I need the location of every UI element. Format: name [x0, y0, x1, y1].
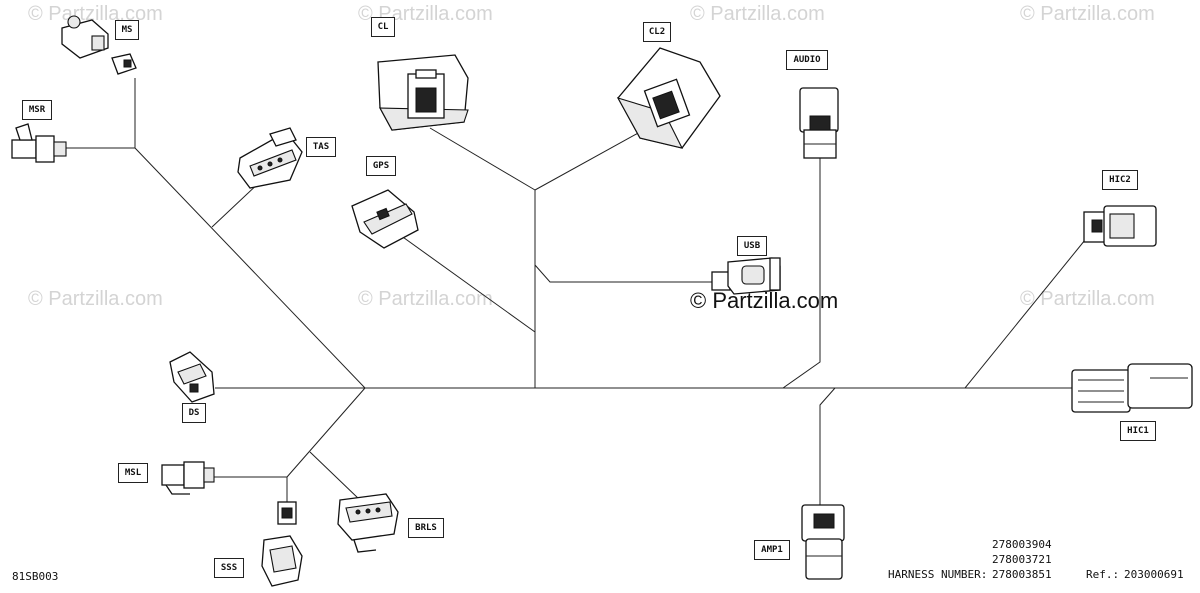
harness-number-label: HARNESS NUMBER: — [888, 568, 988, 581]
audio-wire — [782, 158, 821, 389]
connector-label-ds: DS — [182, 403, 206, 423]
msl-connector[interactable] — [161, 461, 215, 495]
connector-label-msr: MSR — [22, 100, 52, 120]
ms-connector[interactable] — [61, 15, 137, 75]
usb-wire — [534, 264, 712, 283]
connector-label-brls: BRLS — [408, 518, 444, 538]
watermark: © Partzilla.com — [1020, 3, 1155, 25]
amp1-connector[interactable] — [801, 504, 845, 580]
cl-connector[interactable] — [377, 54, 469, 131]
msr-connector[interactable] — [11, 123, 67, 163]
audio-connector[interactable] — [799, 87, 839, 159]
ds-connector[interactable] — [169, 351, 215, 403]
connector-label-gps: GPS — [366, 156, 396, 176]
gps-connector[interactable] — [351, 189, 419, 249]
wires — [65, 78, 1086, 505]
connector-label-cl2: CL2 — [643, 22, 671, 42]
ref-number: 203000691 — [1124, 568, 1184, 581]
sss-connector[interactable] — [261, 501, 303, 587]
connector-label-hic2: HIC2 — [1102, 170, 1138, 190]
connector-label-tas: TAS — [306, 137, 336, 157]
lower-branch-wire — [286, 387, 366, 502]
brls-connector[interactable] — [337, 493, 399, 553]
part-number-1: 278003904 — [992, 538, 1052, 551]
partzilla-watermark-main: © Partzilla.com — [690, 288, 839, 313]
watermark: © Partzilla.com — [358, 288, 493, 310]
connector-label-ms: MS — [115, 20, 139, 40]
connector-label-cl: CL — [371, 17, 395, 37]
watermark: © Partzilla.com — [28, 288, 163, 310]
msr-branch-wire — [134, 147, 366, 389]
connector-label-audio: AUDIO — [786, 50, 828, 70]
tas-connector[interactable] — [237, 127, 303, 189]
hic2-connector[interactable] — [1083, 205, 1157, 247]
hic1-connector[interactable] — [1071, 363, 1193, 413]
cl2-wire — [534, 131, 641, 191]
connector-label-msl: MSL — [118, 463, 148, 483]
watermark: © Partzilla.com — [28, 3, 163, 25]
cl-wire — [429, 127, 536, 191]
watermark: © Partzilla.com — [690, 3, 825, 25]
cl2-connector[interactable] — [616, 47, 721, 149]
watermark: © Partzilla.com — [1020, 288, 1155, 310]
ref-label: Ref.: — [1086, 568, 1120, 581]
amp1-wire — [819, 387, 836, 505]
gps-wire — [399, 234, 536, 333]
connector-label-hic1: HIC1 — [1120, 421, 1156, 441]
connector-label-sss: SSS — [214, 558, 244, 578]
harness-number-value: 278003851 — [992, 568, 1052, 581]
usb-connector[interactable] — [711, 257, 781, 295]
brls-wire — [309, 451, 361, 501]
diagram-code: 81SB003 — [12, 570, 59, 583]
part-number-2: 278003721 — [992, 553, 1052, 566]
connector-label-usb: USB — [737, 236, 767, 256]
connector-label-amp1: AMP1 — [754, 540, 790, 560]
hic2-wire — [964, 239, 1086, 389]
